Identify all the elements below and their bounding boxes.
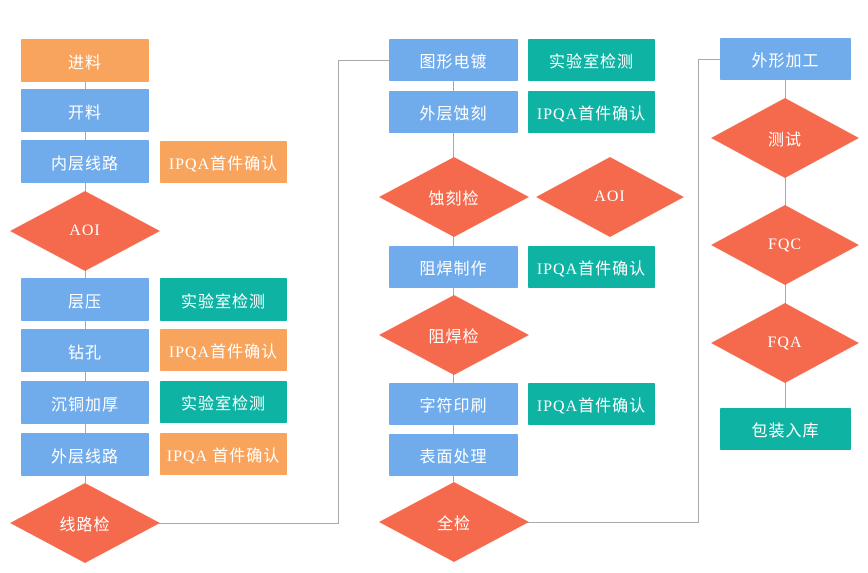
step-copper-deposition: 沉铜加厚	[21, 381, 149, 424]
step-packing-warehouse: 包装入库	[720, 408, 851, 450]
step-cutting: 开料	[21, 89, 149, 132]
label-lab-test-2: 实验室检测	[160, 381, 287, 423]
label-lab-test-3: 实验室检测	[528, 39, 655, 81]
decision-aoi-outer: AOI	[536, 157, 684, 237]
step-inner-layer-circuit: 内层线路	[21, 140, 149, 183]
step-outer-etching: 外层蚀刻	[389, 91, 518, 133]
label-lab-test-1: 实验室检测	[160, 278, 287, 321]
connector-loop2-top	[698, 59, 720, 60]
label-ipqa-first-article-3: IPQA 首件确认	[160, 433, 287, 475]
step-drilling: 钻孔	[21, 329, 149, 372]
decision-fqa: FQA	[711, 303, 859, 383]
step-solder-mask: 阻焊制作	[389, 246, 518, 288]
step-pattern-plating: 图形电镀	[389, 39, 518, 81]
label-ipqa-first-article-6: IPQA首件确认	[528, 383, 655, 425]
step-lamination: 层压	[21, 278, 149, 321]
connector-loop2-bottom	[524, 522, 698, 523]
decision-aoi-inner: AOI	[10, 191, 160, 271]
decision-circuit-inspection: 线路检	[10, 483, 160, 563]
connector-loop1-bottom	[156, 523, 339, 524]
label-ipqa-first-article-2: IPQA首件确认	[160, 329, 287, 371]
step-outer-layer-circuit: 外层线路	[21, 433, 149, 476]
connector-loop1-vertical	[338, 60, 339, 524]
decision-electrical-test: 测试	[711, 98, 859, 178]
label-ipqa-first-article-4: IPQA首件确认	[528, 91, 655, 133]
decision-full-inspection: 全检	[379, 482, 529, 562]
step-legend-printing: 字符印刷	[389, 383, 518, 425]
connector-loop2-vertical	[698, 59, 699, 523]
decision-solder-mask-inspection: 阻焊检	[379, 295, 529, 375]
step-material-in: 进料	[21, 39, 149, 82]
step-profile-machining: 外形加工	[720, 38, 851, 80]
label-ipqa-first-article-1: IPQA首件确认	[160, 141, 287, 183]
step-surface-finish: 表面处理	[389, 434, 518, 476]
label-ipqa-first-article-5: IPQA首件确认	[528, 246, 655, 288]
decision-etch-inspection: 蚀刻检	[379, 157, 529, 237]
connector-loop1-top	[338, 60, 389, 61]
decision-fqc: FQC	[711, 205, 859, 285]
